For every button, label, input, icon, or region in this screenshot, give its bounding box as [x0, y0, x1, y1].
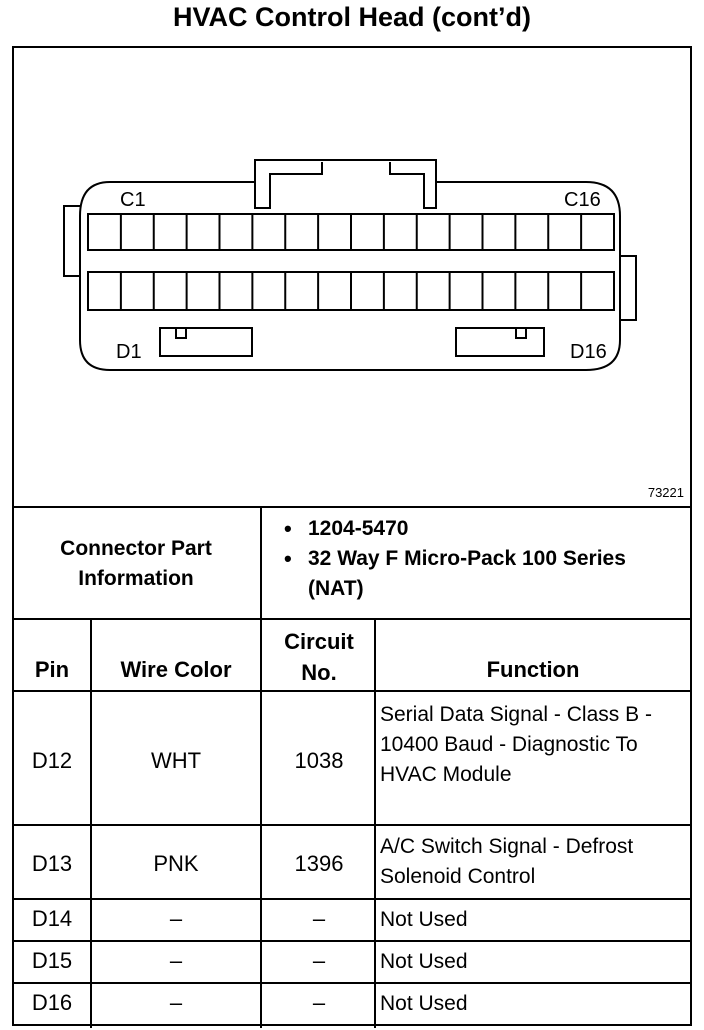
label-d16: D16 — [570, 341, 607, 363]
table-cell-wire-color: PNK — [153, 851, 199, 876]
table-cell-circuit: – — [312, 990, 326, 1015]
divider — [260, 508, 262, 618]
divider — [14, 690, 690, 692]
table-cell-wire-color: – — [169, 990, 183, 1015]
document-frame: C1 C16 D1 D16 73221 Connector Part Infor… — [12, 46, 692, 1028]
connector-part-label: Connector Part Information — [60, 537, 212, 590]
table-cell-circuit: – — [312, 948, 326, 973]
table-cell-wire-color: – — [169, 906, 183, 931]
table-cell-function: Not Used — [380, 908, 468, 931]
table-cell-wire-color: – — [169, 948, 183, 973]
table-cell-wire-color: WHT — [150, 748, 202, 773]
label-c16: C16 — [564, 189, 601, 211]
connector-diagram: C1 C16 D1 D16 73221 — [14, 48, 690, 508]
table-cell-pin: D16 — [31, 990, 73, 1015]
header-function: Function — [486, 657, 580, 682]
page-title: HVAC Control Head (cont’d) — [173, 2, 531, 32]
label-c1: C1 — [120, 189, 146, 211]
table-cell-function: Not Used — [380, 992, 468, 1015]
divider — [14, 898, 690, 900]
table-cell-function: A/C Switch Signal - Defrost Solenoid Con… — [380, 835, 634, 888]
table-cell-circuit: 1396 — [294, 851, 344, 876]
divider — [14, 824, 690, 826]
divider — [14, 940, 690, 942]
table-cell-pin: D15 — [31, 948, 73, 973]
header-pin: Pin — [34, 657, 70, 682]
connector-part-list: 1204-5470 32 Way F Micro-Pack 100 Series… — [280, 514, 680, 604]
header-circuit-no: Circuit No. — [284, 629, 354, 685]
figure-number: 73221 — [647, 485, 684, 500]
divider — [14, 982, 690, 984]
divider — [14, 618, 690, 620]
table-cell-pin: D13 — [31, 851, 73, 876]
part-description: 32 Way F Micro-Pack 100 Series (NAT) — [280, 544, 680, 604]
table-cell-circuit: – — [312, 906, 326, 931]
header-wire-color: Wire Color — [120, 657, 232, 682]
table-cell-pin: D12 — [31, 748, 73, 773]
table-cell-function: Serial Data Signal - Class B - 10400 Bau… — [380, 703, 652, 786]
table-cell-pin: D14 — [31, 906, 73, 931]
part-number: 1204-5470 — [280, 514, 680, 544]
table-cell-function: Not Used — [380, 950, 468, 973]
label-d1: D1 — [116, 341, 142, 363]
table-cell-circuit: 1038 — [294, 748, 344, 773]
divider — [14, 506, 690, 508]
connector-drawing: C1 C16 D1 D16 — [63, 159, 637, 371]
